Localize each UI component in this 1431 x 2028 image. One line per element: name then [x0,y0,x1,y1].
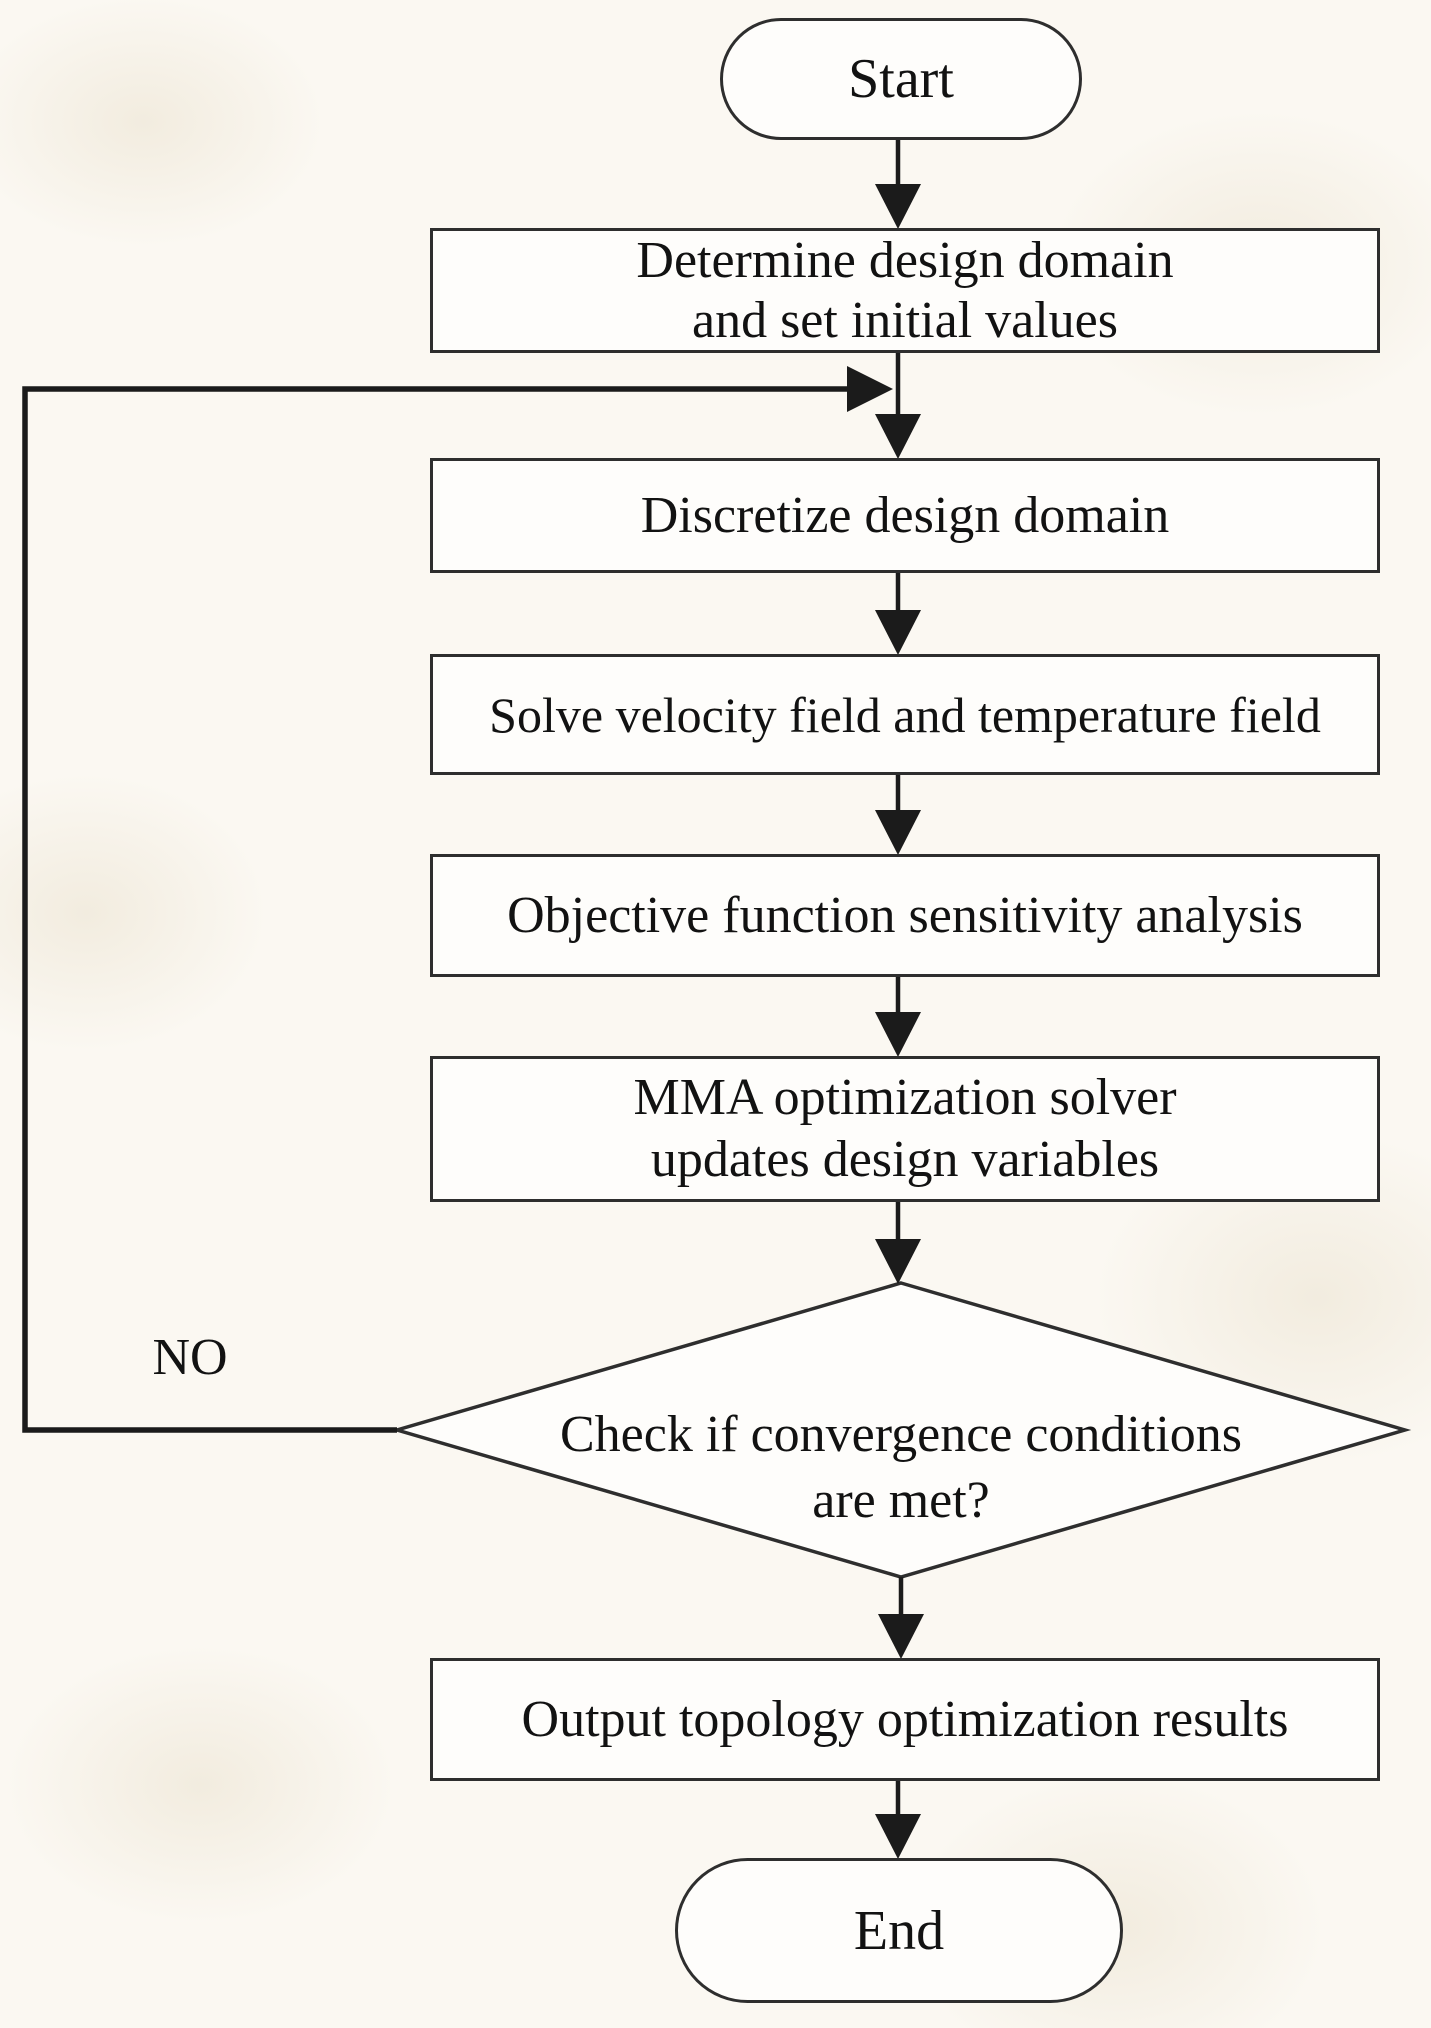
sensitivity-label: Objective function sensitivity analysis [507,886,1303,944]
process-sensitivity-analysis: Objective function sensitivity analysis [430,854,1380,977]
process-output-results: Output topology optimization results [430,1658,1380,1781]
arrowhead-sensitivity-icon [875,810,921,855]
no-loop-arrowhead-right-icon [847,366,893,412]
decision-line1: Check if convergence conditions [559,1406,1243,1463]
process-solve-fields: Solve velocity field and temperature fie… [430,654,1380,775]
end-terminal: End [675,1858,1123,2003]
arrowhead-mma-icon [875,1012,921,1057]
arrowhead-end-icon [875,1814,921,1859]
determine-line2: and set initial values [691,291,1118,349]
arrowhead-discretize-icon [875,414,921,459]
start-terminal: Start [720,18,1082,140]
mma-line1: MMA optimization solver [633,1069,1177,1126]
discretize-label: Discretize design domain [640,486,1170,544]
start-label: Start [848,48,954,110]
solve-label: Solve velocity field and temperature fie… [489,686,1321,743]
process-determine-design-domain: Determine design domain and set initial … [430,228,1380,353]
arrowhead-solve-icon [875,610,921,655]
arrowhead-decision-icon [875,1239,921,1284]
no-loop-line [22,386,849,1433]
no-branch-label: NO [152,1329,228,1386]
output-label: Output topology optimization results [521,1690,1289,1748]
determine-line1: Determine design domain [636,231,1174,289]
arrowhead-determine-icon [875,184,921,229]
decision-convergence-text: Check if convergence conditions are met? [451,1402,1351,1534]
end-label: End [853,1899,945,1962]
process-mma-solver: MMA optimization solver updates design v… [430,1056,1380,1202]
decision-line2: are met? [812,1472,990,1529]
mma-line2: updates design variables [650,1131,1160,1188]
arrowhead-output-icon [878,1614,924,1659]
process-discretize-design-domain: Discretize design domain [430,458,1380,573]
